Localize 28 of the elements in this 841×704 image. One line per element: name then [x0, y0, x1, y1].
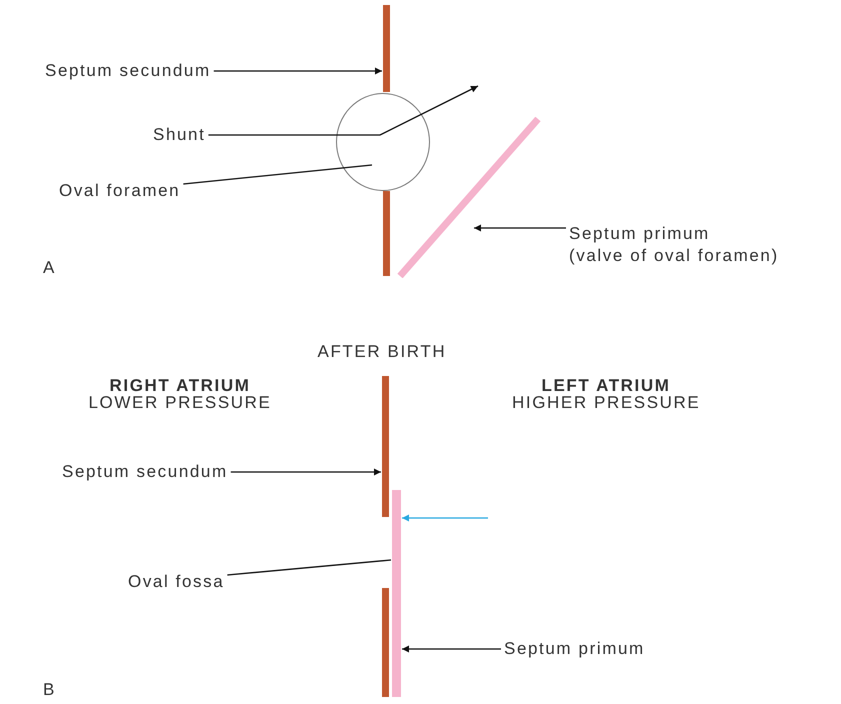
structure-label: Septum primum	[504, 638, 645, 660]
structure-label: (valve of oval foramen)	[569, 245, 779, 267]
heading-text: HIGHER PRESSURE	[512, 393, 700, 413]
structure-label: Septum primum	[569, 223, 711, 245]
heading-text: LOWER PRESSURE	[88, 393, 272, 413]
structure-label: Oval fossa	[128, 571, 224, 593]
oval-foramen-opening	[336, 93, 430, 191]
leader-line	[183, 164, 372, 185]
panel-letter: B	[43, 680, 56, 700]
septum-bar	[383, 5, 390, 92]
arrow	[402, 646, 501, 652]
structure-label: Septum secundum	[62, 461, 228, 483]
septum-bar	[392, 490, 401, 697]
septum-bar	[382, 376, 389, 517]
arrow	[230, 468, 381, 476]
structure-label: Septum secundum	[45, 60, 211, 82]
arrow	[402, 514, 488, 522]
structure-label: Oval foramen	[59, 180, 180, 202]
chamber-heading: RIGHT ATRIUM	[110, 376, 251, 396]
chamber-heading: LEFT ATRIUM	[542, 376, 671, 396]
arrow	[474, 224, 566, 232]
heading-text: AFTER BIRTH	[318, 342, 446, 362]
panel-letter: A	[43, 258, 56, 278]
septum-flap	[397, 117, 541, 278]
structure-label: Shunt	[153, 124, 206, 146]
arrow	[208, 85, 478, 136]
leader-line	[227, 559, 392, 576]
arrow	[214, 68, 382, 74]
